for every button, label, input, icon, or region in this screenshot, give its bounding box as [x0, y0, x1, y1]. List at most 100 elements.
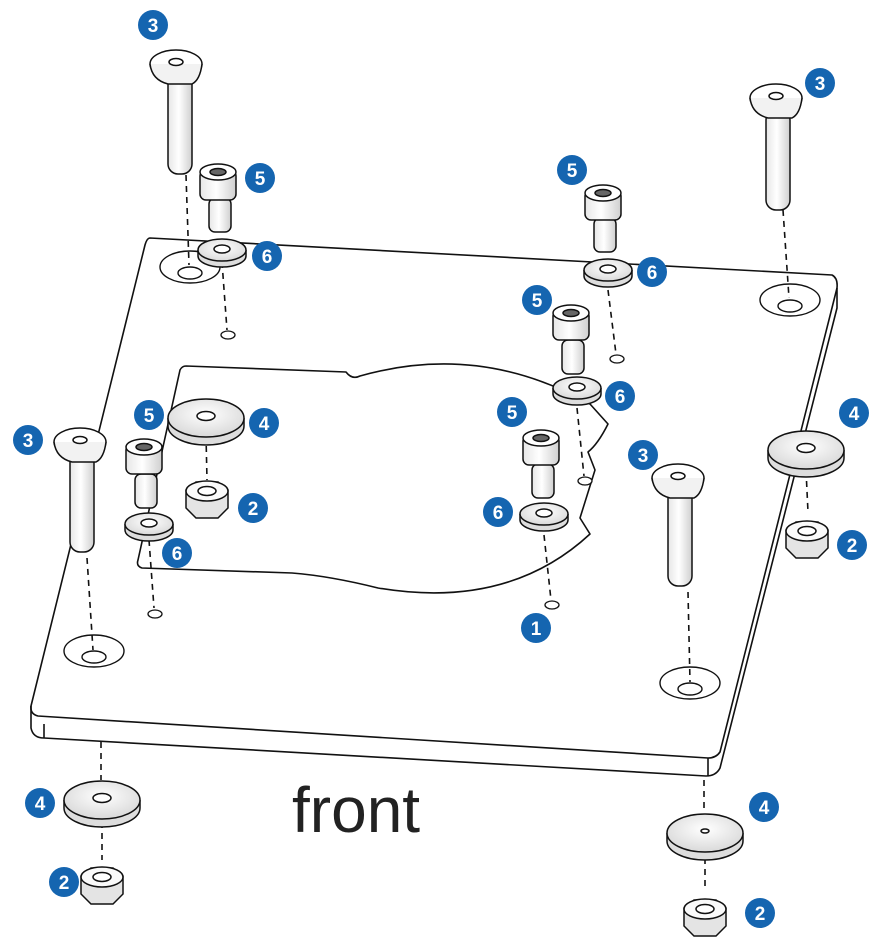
callout-badge-2: 2: [745, 898, 775, 928]
callout-label: 2: [59, 873, 70, 894]
callout-circle: [805, 68, 835, 98]
small-washer: [583, 258, 633, 288]
flat-head-screw: [149, 49, 203, 175]
flat-head-screw: [53, 427, 107, 553]
callout-label: 6: [615, 387, 626, 408]
callout-label: 2: [847, 536, 858, 557]
callout-label: 3: [148, 16, 159, 37]
small-washer: [552, 376, 602, 406]
callout-badges: 1 2 2 2 2 3 3 3 3 4 4 4 4 5 5 5 5 5 6 6 6 6 6: [13, 10, 869, 928]
callout-label: 6: [647, 263, 658, 284]
socket-head-screw: [552, 304, 590, 375]
callout-label: 5: [532, 291, 543, 312]
assembly-lines: [86, 174, 809, 890]
callout-circle: [749, 792, 779, 822]
callout-badge-6: 6: [252, 241, 282, 271]
callout-label: 1: [531, 619, 542, 640]
callout-badge-4: 4: [839, 398, 869, 428]
hex-nut: [185, 480, 229, 519]
callout-circle: [25, 788, 55, 818]
callout-label: 6: [493, 503, 504, 524]
hex-nut: [683, 898, 727, 937]
callout-circle: [745, 898, 775, 928]
callout-badge-5: 5: [134, 400, 164, 430]
caption-front: front: [292, 774, 420, 846]
callout-badge-5: 5: [557, 155, 587, 185]
callout-badge-6: 6: [162, 538, 192, 568]
callout-circle: [252, 241, 282, 271]
callout-circle: [628, 440, 658, 470]
hex-nut: [80, 866, 124, 905]
callout-badge-6: 6: [637, 257, 667, 287]
socket-head-screws: [125, 163, 622, 509]
callout-label: 3: [815, 74, 826, 95]
callout-badge-2: 2: [49, 867, 79, 897]
callout-badge-4: 4: [249, 408, 279, 438]
large-washers: [63, 398, 845, 861]
callout-circle: [162, 538, 192, 568]
callout-circle: [49, 867, 79, 897]
socket-head-screw: [522, 429, 560, 499]
callout-circle: [837, 530, 867, 560]
callout-label: 4: [259, 414, 270, 435]
pilot-holes: [147, 330, 625, 619]
callout-circle: [605, 381, 635, 411]
small-washers: [124, 238, 633, 542]
callout-label: 2: [755, 904, 766, 925]
callout-circle: [138, 10, 168, 40]
large-washer: [167, 398, 245, 446]
callout-circle: [483, 497, 513, 527]
callout-badge-3: 3: [138, 10, 168, 40]
callout-circle: [497, 397, 527, 427]
callout-badge-4: 4: [749, 792, 779, 822]
callout-label: 3: [638, 446, 649, 467]
flat-head-screw: [749, 83, 803, 211]
callout-circle: [13, 425, 43, 455]
callout-label: 6: [172, 544, 183, 565]
small-washer: [197, 238, 247, 268]
callout-circle: [249, 408, 279, 438]
small-washer: [124, 512, 174, 542]
socket-head-screw: [125, 438, 163, 509]
flat-head-screws: [53, 49, 803, 587]
callout-badge-1: 1: [521, 613, 551, 643]
callout-badge-3: 3: [805, 68, 835, 98]
callout-label: 4: [759, 798, 770, 819]
callout-badge-4: 4: [25, 788, 55, 818]
callout-badge-3: 3: [628, 440, 658, 470]
small-washer: [519, 502, 569, 532]
callout-badge-6: 6: [605, 381, 635, 411]
callout-circle: [522, 285, 552, 315]
callout-label: 6: [262, 247, 273, 268]
callout-circle: [637, 257, 667, 287]
callout-label: 5: [567, 161, 578, 182]
countersunk-holes: [63, 250, 821, 700]
callout-circle: [245, 163, 275, 193]
callout-label: 5: [507, 403, 518, 424]
callout-label: 5: [144, 406, 155, 427]
flat-head-screw: [651, 463, 705, 587]
callout-badge-2: 2: [837, 530, 867, 560]
callout-badge-5: 5: [245, 163, 275, 193]
socket-head-screw: [199, 163, 237, 233]
callout-badge-3: 3: [13, 425, 43, 455]
callout-badge-5: 5: [497, 397, 527, 427]
large-washer: [666, 813, 744, 861]
callout-badge-6: 6: [483, 497, 513, 527]
callout-circle: [521, 613, 551, 643]
callout-badge-2: 2: [238, 493, 268, 523]
large-washer: [767, 430, 845, 478]
callout-label: 2: [248, 499, 259, 520]
callout-circle: [134, 400, 164, 430]
callout-label: 4: [849, 404, 860, 425]
callout-circle: [839, 398, 869, 428]
callout-badge-5: 5: [522, 285, 552, 315]
socket-head-screw: [584, 184, 622, 253]
large-washer: [63, 780, 141, 828]
hex-nut: [785, 520, 829, 559]
callout-circle: [238, 493, 268, 523]
callout-label: 3: [23, 431, 34, 452]
callout-label: 5: [255, 169, 266, 190]
hex-nuts: [80, 480, 829, 937]
